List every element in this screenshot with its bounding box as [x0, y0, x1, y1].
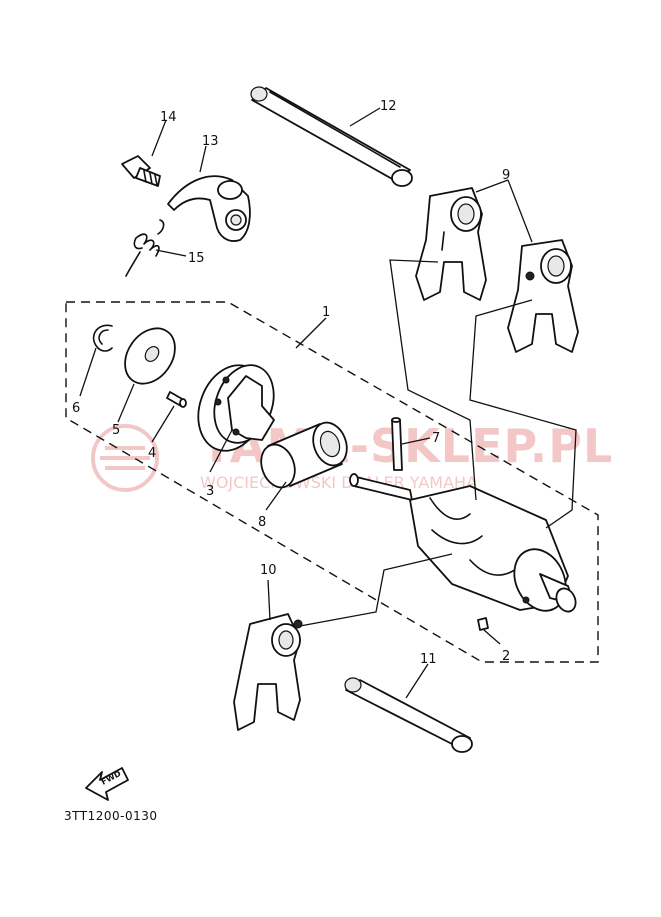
part-13-lever — [167, 175, 251, 242]
part-14-bolt — [121, 155, 161, 187]
watermark-logo — [91, 424, 159, 492]
watermark-subtext: WOJCIECHOWSKI DEALER YAMAHA — [200, 473, 477, 492]
part-8-bearing — [260, 421, 348, 489]
assembly-outline — [65, 301, 599, 663]
callout-10: 10 — [260, 563, 277, 578]
part-11-shaft — [344, 677, 473, 753]
part-10-fork — [233, 613, 303, 731]
callout-4: 4 — [148, 446, 156, 461]
part-7-pin — [391, 417, 403, 471]
part-3-segment — [197, 364, 275, 452]
callout-2: 2 — [502, 649, 510, 664]
callout-1: 1 — [322, 305, 330, 320]
callout-13: 13 — [202, 134, 219, 149]
callout-8: 8 — [258, 515, 266, 530]
callout-11: 11 — [420, 652, 437, 667]
callout-7: 7 — [432, 431, 440, 446]
part-15-spring — [125, 219, 165, 277]
part-2-pin — [477, 617, 489, 631]
part-5-washer — [124, 327, 176, 385]
callout-15: 15 — [188, 251, 205, 266]
part-4-pin — [166, 391, 187, 408]
part-9-fork-a — [415, 187, 487, 301]
part-6-circlip — [92, 324, 113, 352]
callout-6: 6 — [72, 401, 80, 416]
fwd-arrow-icon: FWD — [85, 767, 129, 801]
callout-12: 12 — [380, 99, 397, 114]
callout-9: 9 — [502, 168, 510, 183]
diagram-code: 3TT1200-0130 — [64, 809, 158, 823]
leader-lines — [79, 107, 577, 699]
callout-14: 14 — [160, 110, 177, 125]
shift-cam-drum — [349, 473, 577, 613]
callouts: 1 2 3 4 5 6 7 8 9 10 11 12 13 14 15 — [72, 99, 510, 667]
part-9-fork-b — [507, 239, 579, 353]
callout-3: 3 — [206, 484, 214, 499]
callout-5: 5 — [112, 423, 120, 438]
part-12-shaft — [250, 86, 413, 187]
